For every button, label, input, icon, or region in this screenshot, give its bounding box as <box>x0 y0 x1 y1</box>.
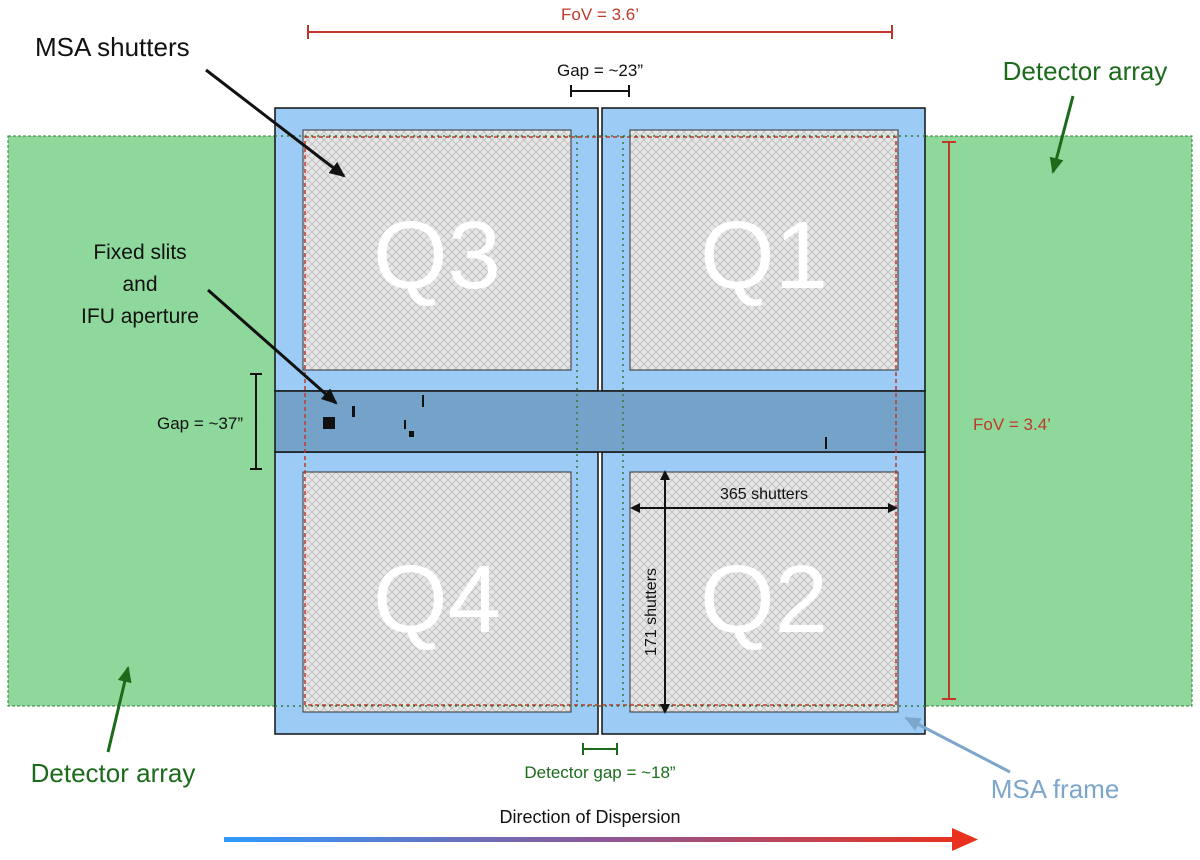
shutter-area-q2 <box>629 471 899 713</box>
shutter-area-q1 <box>629 129 899 371</box>
detector-array-left-panel <box>7 135 295 707</box>
fixed-slit <box>422 395 424 407</box>
msa-shutters-pointer <box>205 68 346 178</box>
quadrant-label-q4: Q4 <box>373 546 501 653</box>
fixed-slits-label-line1: Fixed slits <box>93 241 186 264</box>
fov-vertical-label: FoV = 3.4’ <box>973 415 1051 434</box>
detector-gap-dimension <box>582 743 618 755</box>
fixed-slits-label-line3: IFU aperture <box>81 305 199 328</box>
fov-horizontal-dimension <box>307 25 893 39</box>
gap-top-dimension <box>570 85 630 97</box>
quadrant-label-q1: Q1 <box>700 202 828 309</box>
fov-vertical-dimension <box>942 141 956 700</box>
fixed-slit <box>409 431 414 437</box>
dispersion-label: Direction of Dispersion <box>499 807 680 827</box>
shutter-area-q4 <box>302 471 572 713</box>
gap-left-label: Gap = ~37” <box>157 414 243 433</box>
gap-band <box>274 390 926 453</box>
detector-array-left-label: Detector array <box>31 758 196 788</box>
detector-array-right-panel <box>904 135 1193 707</box>
fixed-slit <box>825 437 827 449</box>
msa-frame-pointer <box>904 716 1011 774</box>
fixed-slits-label-line2: and <box>122 273 157 296</box>
fixed-slit <box>404 420 406 429</box>
detector-array-left-pointer <box>106 666 132 753</box>
detector-array-right-label: Detector array <box>1003 56 1168 86</box>
quadrant-label-q2: Q2 <box>700 546 828 653</box>
dispersion-arrow-shaft <box>224 837 960 842</box>
msa-frame-label: MSA frame <box>991 774 1120 804</box>
dispersion-arrow-head <box>952 828 978 851</box>
detector-array-right-pointer <box>1049 95 1075 174</box>
detector-gap-label: Detector gap = ~18” <box>524 763 676 782</box>
shutters-vertical-label: 171 shutters <box>643 568 660 656</box>
fov-horizontal-label: FoV = 3.6’ <box>561 5 639 24</box>
gap-top-label: Gap = ~23” <box>557 61 643 80</box>
fixed-slits-pointer <box>207 288 338 405</box>
quadrant-label-q3: Q3 <box>373 202 501 309</box>
fixed-slit <box>352 406 355 417</box>
ifu-aperture <box>323 417 335 429</box>
shutter-area-q3 <box>302 129 572 371</box>
gap-left-dimension <box>250 373 262 470</box>
fixed-slits-and-ifu <box>323 395 827 449</box>
fov-outline <box>304 136 897 706</box>
msa-shutters-label: MSA shutters <box>35 32 190 62</box>
shutters-horizontal-label: 365 shutters <box>720 486 808 503</box>
